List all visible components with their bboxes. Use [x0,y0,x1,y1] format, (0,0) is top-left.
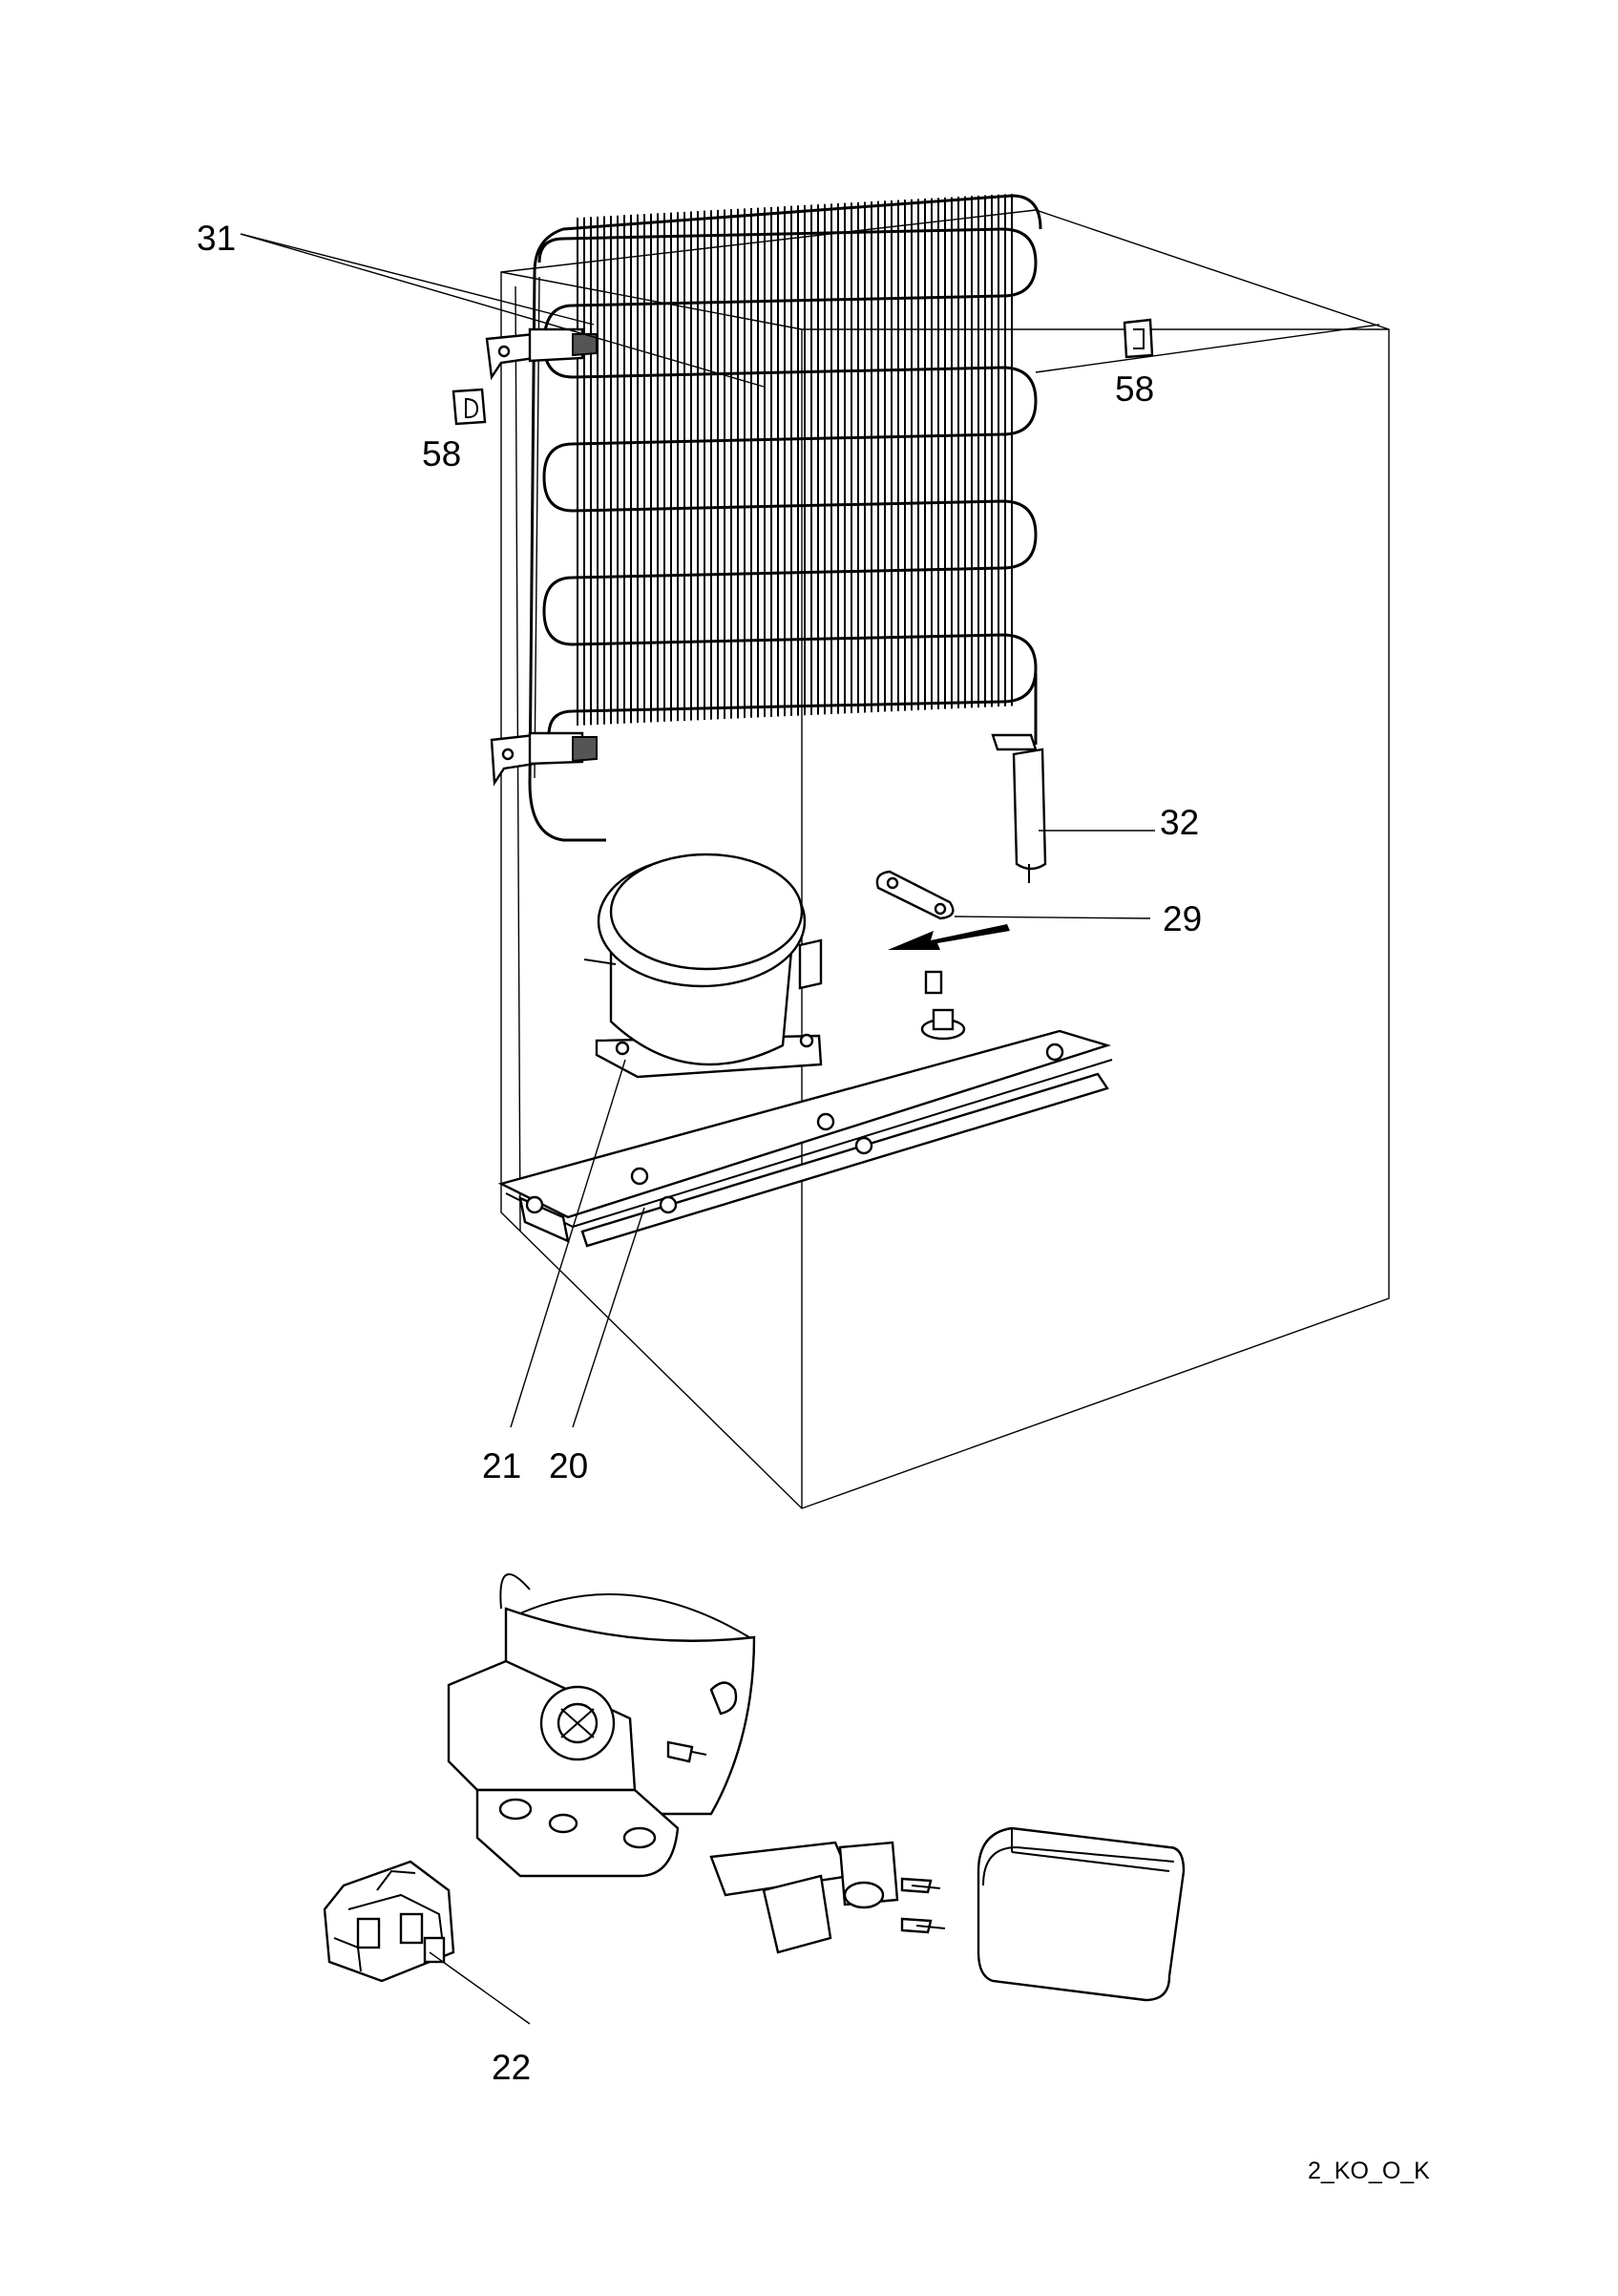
callout-22: 22 [492,2048,531,2087]
compressor [583,853,823,1079]
coil-bracket-bottom [490,731,598,787]
callout-58-right: 58 [1115,369,1154,409]
callout-58-left: 58 [422,434,461,474]
terminal-cover [977,1826,1186,2002]
clip-58-right [1123,318,1154,359]
callout-32: 32 [1160,803,1199,842]
compressor-detail [447,1573,756,1878]
condenser-coil [528,193,1042,842]
coil-bracket-top [485,327,598,381]
callout-21: 21 [482,1446,521,1485]
leader-lines [240,233,1380,2025]
filter-drier [991,673,1047,883]
relay-assembly [709,1841,946,1954]
callout-29: 29 [1163,899,1202,938]
drawing-code: 2_KO_O_K [1308,2158,1430,2184]
transport-strap [875,870,1010,1041]
clip-58-left [452,388,487,426]
base-rail [497,1029,1113,1248]
callout-31: 31 [197,219,236,258]
callout-20: 20 [549,1446,588,1485]
starting-relay [323,1860,455,1983]
